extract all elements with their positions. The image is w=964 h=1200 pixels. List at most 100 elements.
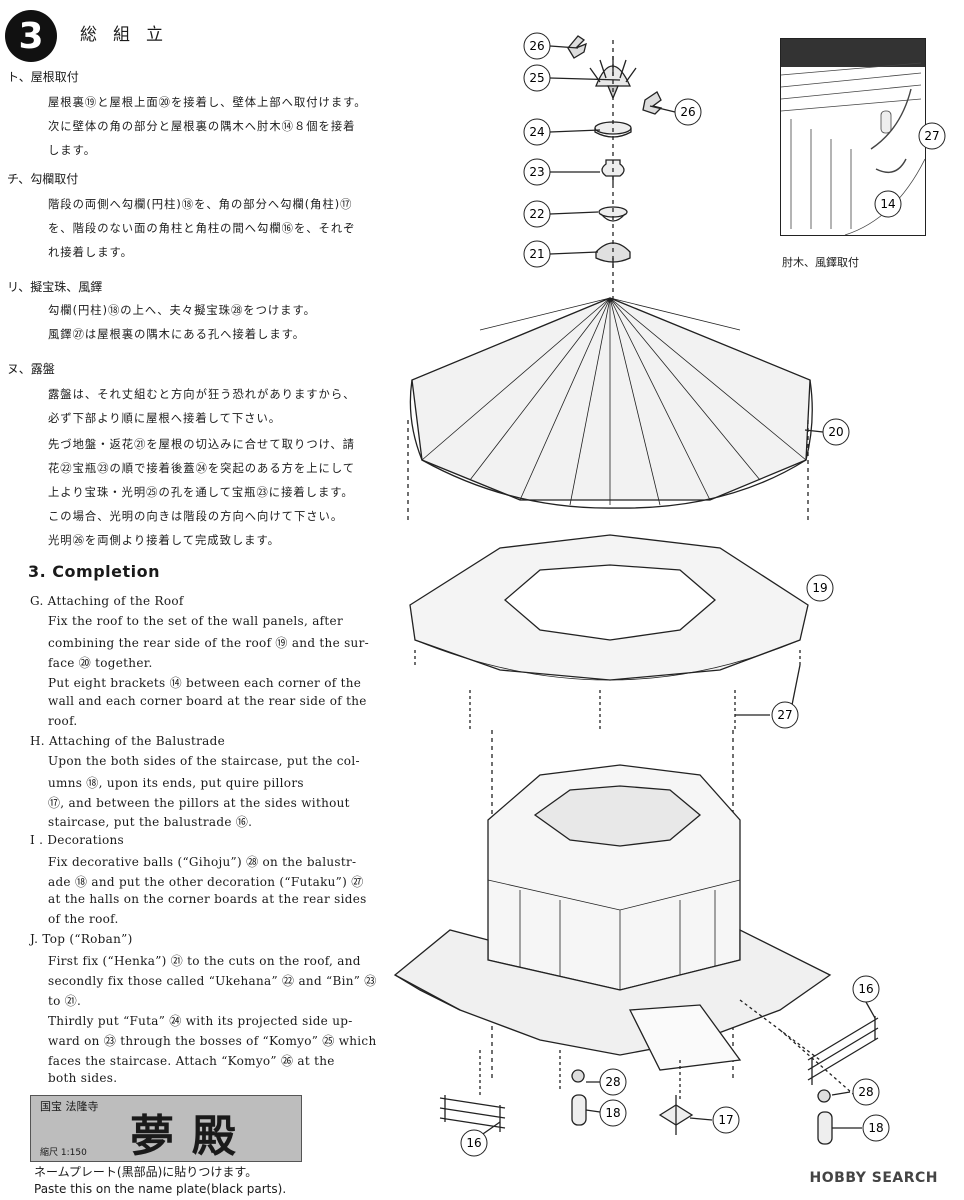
en-line: ward on ㉓ through the bosses of “Komyo” … <box>48 1034 377 1048</box>
name-plate-title: 夢殿 <box>130 1111 254 1162</box>
svg-text:16: 16 <box>466 1136 481 1150</box>
callout-18-left: 18 <box>599 1099 627 1127</box>
en-heading-top: J. Top (“Roban”) <box>30 932 133 946</box>
jp-line: 次に壁体の角の部分と屋根裏の隅木へ肘木⑭８個を接着 <box>48 120 356 133</box>
svg-text:28: 28 <box>858 1085 873 1099</box>
callout-18-right: 18 <box>862 1114 890 1142</box>
jp-line: を、階段のない面の角柱と角柱の間へ勾欄⑯を、それぞ <box>48 222 356 235</box>
callout-19: 19 <box>806 574 834 602</box>
name-plate-note-en: Paste this on the name plate(black parts… <box>34 1182 287 1196</box>
svg-text:14: 14 <box>880 197 895 211</box>
en-line: First fix (“Henka”) ㉑ to the cuts on the… <box>48 954 361 968</box>
en-heading-decorations: I . Decorations <box>30 833 125 847</box>
jp-line: 先づ地盤・返花㉑を屋根の切込みに合せて取りつけ、請 <box>48 438 355 451</box>
name-plate <box>30 1095 302 1162</box>
svg-text:18: 18 <box>605 1106 620 1120</box>
callout-28-left: 28 <box>599 1068 627 1096</box>
part-26-left-icon <box>567 35 587 59</box>
jp-line: 風鐸㉗は屋根裏の隅木にある孔へ接着します。 <box>48 328 306 341</box>
en-line: face ⑳ together. <box>48 656 153 670</box>
jp-line: 勾欄(円柱)⑱の上へ、夫々擬宝珠㉘をつけます。 <box>48 304 316 317</box>
callout-28-right: 28 <box>852 1078 880 1106</box>
part-17-icon <box>658 1095 694 1135</box>
svg-text:24: 24 <box>529 125 544 139</box>
jp-heading-roof: ト、屋根取付 <box>7 70 79 84</box>
callout-22: 22 <box>523 200 551 228</box>
section-title-completion: 3. Completion <box>28 562 160 581</box>
jp-line: この場合、光明の向きは階段の方向へ向けて下さい。 <box>48 510 344 523</box>
part-20-roof-icon <box>409 297 813 509</box>
part-16-balustrade-right-icon <box>807 1016 879 1085</box>
svg-text:16: 16 <box>858 982 873 996</box>
en-line: combining the rear side of the roof ⑲ an… <box>48 636 369 650</box>
svg-text:17: 17 <box>718 1113 733 1127</box>
svg-text:23: 23 <box>529 165 544 179</box>
en-line: both sides. <box>48 1071 118 1085</box>
inset-callouts: 27 14 <box>874 122 946 218</box>
en-line: ade ⑱ and put the other decoration (“Fut… <box>48 875 364 889</box>
callout-20: 20 <box>822 418 850 446</box>
hall-body-icon <box>487 764 741 991</box>
en-line: roof. <box>48 714 78 728</box>
part-18-right-icon <box>817 1111 833 1145</box>
callout-23: 23 <box>523 158 551 186</box>
part-16-balustrade-left-icon <box>439 1095 506 1132</box>
svg-text:26: 26 <box>529 39 544 53</box>
jp-heading-balustrade: チ、勾欄取付 <box>7 172 79 186</box>
callout-17: 17 <box>712 1106 740 1134</box>
en-line: of the roof. <box>48 912 119 926</box>
name-plate-scale: 縮尺 1:150 <box>40 1148 87 1158</box>
callout-27-roof: 27 <box>771 701 799 729</box>
assembly-diagram: 26 25 26 24 23 22 21 20 19 27 16 28 18 1… <box>393 32 890 1157</box>
name-plate-subtitle: 国宝 法隆寺 <box>40 1100 99 1113</box>
svg-text:19: 19 <box>812 581 827 595</box>
svg-text:21: 21 <box>529 247 544 261</box>
jp-heading-decorations: リ、擬宝珠、風鐸 <box>7 280 103 294</box>
callout-26-right: 26 <box>674 98 702 126</box>
svg-text:27: 27 <box>777 708 792 722</box>
en-line: wall and each corner board at the rear s… <box>48 694 367 708</box>
callout-26-top: 26 <box>523 32 551 60</box>
jp-line: れ接着します。 <box>48 246 133 259</box>
svg-text:22: 22 <box>529 207 544 221</box>
jp-line: 光明㉖を両側より接着して完成致します。 <box>48 534 280 547</box>
watermark-logo: HOBBY SEARCH <box>809 1170 938 1186</box>
en-line: to ㉑. <box>48 994 82 1008</box>
callout-14-inset: 14 <box>874 190 902 218</box>
part-19-roof-rear-icon <box>409 534 809 681</box>
part-26-right-icon <box>642 91 663 115</box>
en-line: Thirdly put “Futa” ㉔ with its projected … <box>48 1014 353 1028</box>
svg-text:18: 18 <box>868 1121 883 1135</box>
name-plate-note-jp: ネームプレート(黒部品)に貼りつけます。 <box>34 1165 258 1179</box>
callout-25: 25 <box>523 64 551 92</box>
en-heading-roof: G. Attaching of the Roof <box>30 594 184 608</box>
svg-text:27: 27 <box>924 129 939 143</box>
inset-drawing <box>780 39 926 236</box>
jp-heading-roban: ヌ、露盤 <box>7 362 55 376</box>
en-line: at the halls on the corner boards at the… <box>48 892 367 906</box>
jp-line: 露盤は、それ丈組むと方向が狂う恐れがありますから、 <box>48 388 356 401</box>
jp-line: 階段の両側へ勾欄(円柱)⑱を、角の部分へ勾欄(角柱)⑰ <box>48 198 353 211</box>
en-line: Fix decorative balls (“Gihoju”) ㉘ on the… <box>48 855 357 869</box>
jp-line: 必ず下部より順に屋根へ接着して下さい。 <box>48 412 282 425</box>
en-line: umns ⑱, upon its ends, put quire pillors <box>48 776 304 790</box>
en-line: faces the staircase. Attach “Komyo” ㉖ at… <box>48 1054 335 1068</box>
callout-27-inset: 27 <box>918 122 946 150</box>
jp-line: 上より宝珠・光明㉕の孔を通して宝瓶㉓に接着します。 <box>48 486 354 499</box>
jp-line: します。 <box>48 144 97 157</box>
en-heading-balustrade: H. Attaching of the Balustrade <box>30 734 225 748</box>
en-line: secondly fix those called “Ukehana” ㉒ an… <box>48 974 377 988</box>
svg-text:25: 25 <box>529 71 544 85</box>
en-line: Put eight brackets ⑭ between each corner… <box>48 676 362 690</box>
callouts: 26 25 26 24 23 22 21 20 19 27 16 28 18 1… <box>460 32 890 1157</box>
callout-16-left: 16 <box>460 1129 488 1157</box>
inset-caption: 肘木、風鐸取付 <box>782 256 859 269</box>
part-28-right-icon <box>817 1089 831 1103</box>
svg-text:26: 26 <box>680 105 695 119</box>
en-line: Fix the roof to the set of the wall pane… <box>48 614 343 628</box>
en-line: ⑰, and between the pillors at the sides … <box>48 796 350 810</box>
callout-24: 24 <box>523 118 551 146</box>
part-28-left-icon <box>571 1069 585 1083</box>
step-number-badge: 3 <box>5 10 57 62</box>
part-18-left-icon <box>571 1094 587 1126</box>
